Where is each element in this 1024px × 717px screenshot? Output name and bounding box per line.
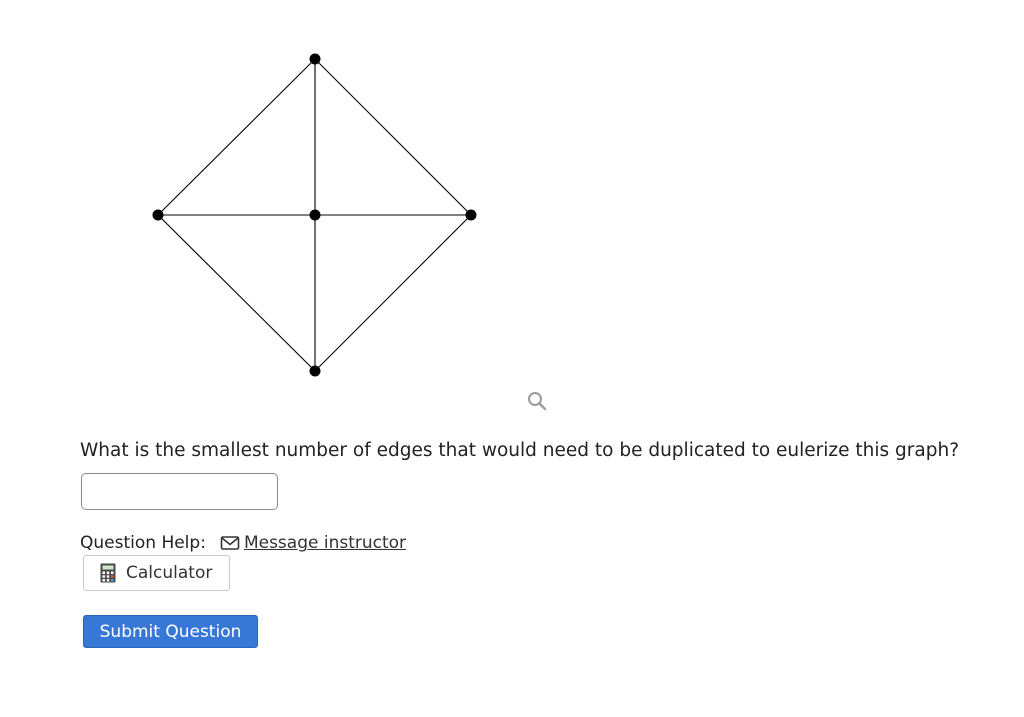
graph-vertex-top bbox=[309, 53, 321, 65]
submit-question-button[interactable]: Submit Question bbox=[83, 615, 258, 648]
mail-icon bbox=[220, 536, 240, 550]
calculator-label: Calculator bbox=[126, 563, 213, 583]
calculator-icon bbox=[100, 563, 116, 583]
graph-vertex-left bbox=[152, 209, 164, 221]
graph-vertex-center bbox=[309, 209, 321, 221]
graph-vertex-bottom bbox=[309, 365, 321, 377]
calculator-button[interactable]: Calculator bbox=[83, 555, 230, 591]
question-text: What is the smallest number of edges tha… bbox=[80, 440, 960, 461]
question-help-label: Question Help: bbox=[80, 533, 206, 553]
graph-figure bbox=[152, 53, 477, 377]
message-instructor-label: Message instructor bbox=[243, 533, 407, 553]
graph-edge-right-bottom bbox=[314, 214, 472, 372]
magnifier-icon[interactable] bbox=[525, 389, 549, 413]
graph-edge-top-left bbox=[157, 58, 316, 216]
question-help: Question Help: Message instructor bbox=[80, 532, 406, 554]
graph-vertex-right bbox=[465, 209, 477, 221]
graph-edge-top-right bbox=[314, 58, 472, 216]
message-instructor-link[interactable]: Message instructor bbox=[220, 533, 406, 553]
answer-input[interactable] bbox=[81, 473, 278, 510]
graph-edge-left-bottom bbox=[157, 214, 316, 372]
